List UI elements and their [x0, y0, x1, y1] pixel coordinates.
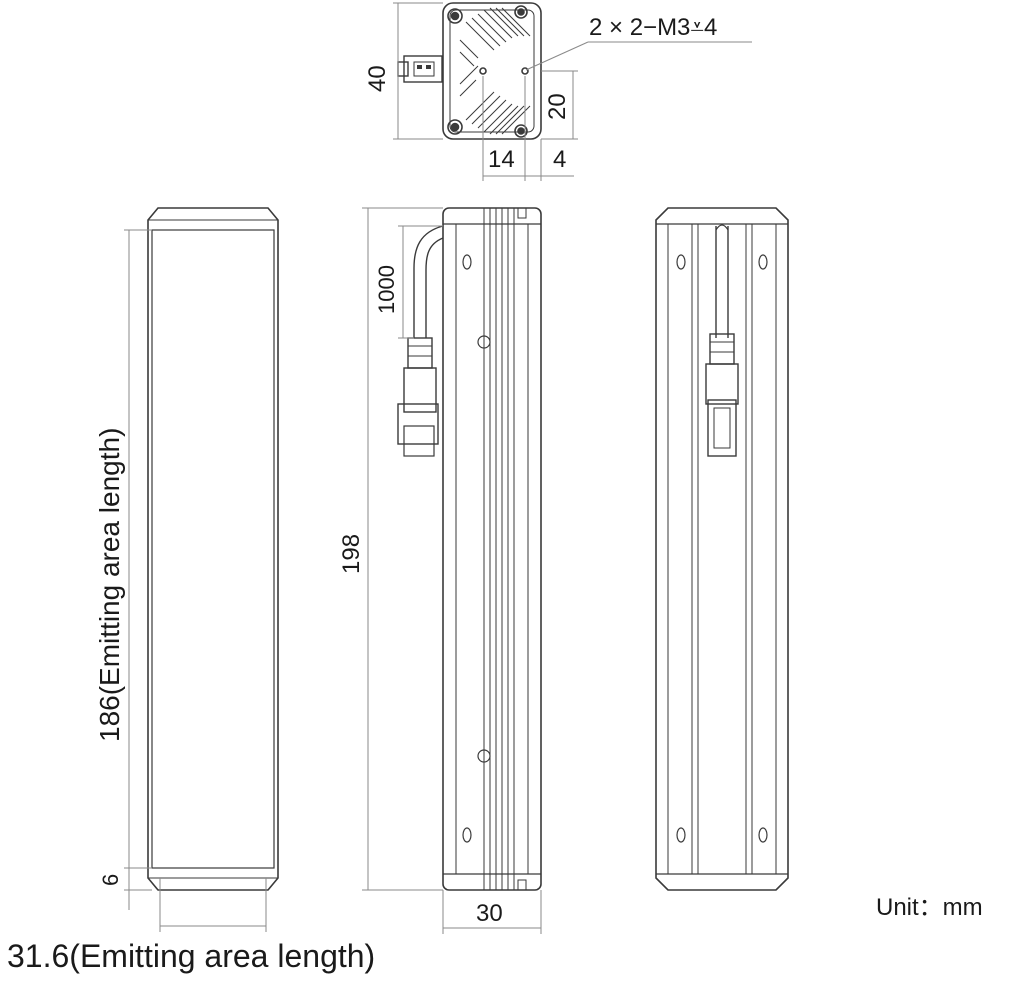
top-height-label: 40 — [364, 65, 391, 92]
top-view-dimensions — [393, 2, 752, 181]
emitting-width-label: 31.6(Emitting area length) — [7, 938, 376, 974]
side-width-label: 30 — [476, 900, 503, 927]
side-view-dimensions — [362, 207, 542, 934]
total-length-label: 198 — [338, 533, 365, 574]
front-view-dimensions — [124, 229, 267, 932]
unit-label: Unit：mm — [876, 894, 983, 921]
top-mid-height-label: 20 — [544, 93, 571, 120]
side-view — [397, 207, 542, 891]
front-view — [147, 207, 279, 891]
screw-spec-label: 2 × 2−M3⩡4 — [589, 14, 718, 41]
top-view — [397, 2, 542, 140]
emitting-length-label: 186(Emitting area length) — [94, 427, 125, 742]
end-offset-label: 6 — [98, 873, 123, 886]
top-width-4-label: 4 — [553, 146, 567, 173]
back-view — [655, 207, 789, 891]
top-width-14-label: 14 — [488, 146, 515, 173]
cable-length-label: 1000 — [374, 265, 399, 314]
